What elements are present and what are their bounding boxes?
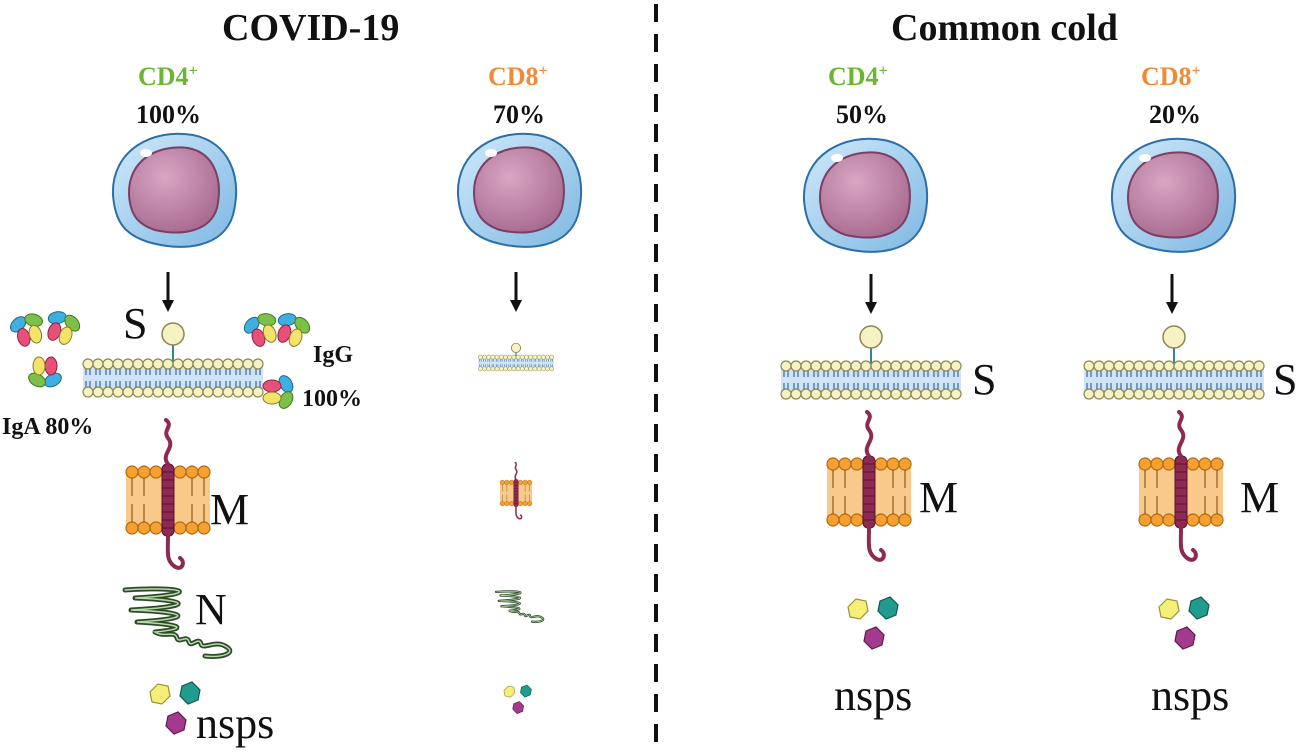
cold-cd4-label: CD4+ bbox=[828, 62, 888, 91]
cold-cd8-s-label: S bbox=[1273, 355, 1298, 404]
covid-cd8-label: CD8+ bbox=[488, 62, 548, 91]
covid-cd4-nsps bbox=[149, 681, 201, 735]
covid-cd4-tcell bbox=[111, 132, 238, 248]
cold-cd8-s-membrane bbox=[1083, 325, 1265, 400]
covid-cd8-tcell bbox=[456, 132, 583, 248]
covid-cd4-s-membrane bbox=[82, 322, 264, 398]
cold-cd4-m-protein bbox=[825, 410, 913, 562]
covid-nsps-label: nsps bbox=[196, 699, 275, 748]
covid-cd4-arrow bbox=[160, 270, 176, 314]
covid-cd4-percent: 100% bbox=[136, 100, 201, 129]
cold-cd4-nsps-label: nsps bbox=[834, 671, 913, 720]
covid-cd8-n-protein bbox=[494, 590, 545, 623]
igg-percent-label: 100% bbox=[302, 386, 362, 412]
common-cold-title: Common cold bbox=[891, 7, 1118, 49]
covid-cd8-nsps bbox=[503, 684, 532, 714]
cold-cd8-m-label: M bbox=[1240, 473, 1280, 522]
cold-cd4-arrow bbox=[863, 272, 879, 316]
cold-cd4-tcell bbox=[802, 137, 929, 253]
cold-cd8-nsps bbox=[1158, 596, 1210, 650]
covid-cd8-percent: 70% bbox=[493, 100, 545, 129]
covid-cd4-label: CD4+ bbox=[138, 62, 198, 91]
cold-cd4-m-label: M bbox=[919, 473, 959, 522]
covid-s-label: S bbox=[123, 299, 148, 348]
cold-cd4-s-membrane bbox=[780, 325, 962, 400]
covid-n-label: N bbox=[195, 585, 227, 634]
iga-label: IgA 80% bbox=[2, 414, 94, 440]
cold-cd8-percent: 20% bbox=[1149, 100, 1201, 129]
igg-label: IgG bbox=[313, 342, 354, 368]
covid-cd4-m-protein bbox=[124, 418, 212, 570]
cold-cd4-nsps bbox=[847, 596, 899, 650]
covid-m-label: M bbox=[210, 485, 250, 534]
iga-antibodies bbox=[4, 304, 87, 391]
cold-cd8-m-protein bbox=[1137, 410, 1225, 562]
cold-cd8-label: CD8+ bbox=[1141, 62, 1201, 91]
covid-cd8-arrow bbox=[508, 270, 524, 314]
covid-title: COVID-19 bbox=[222, 7, 400, 49]
cold-cd8-arrow bbox=[1164, 272, 1180, 316]
cold-cd8-tcell bbox=[1110, 137, 1237, 253]
covid-cd8-s-membrane bbox=[477, 342, 555, 372]
cold-cd8-nsps-label: nsps bbox=[1151, 671, 1230, 720]
covid-cd4-n-protein bbox=[125, 589, 230, 656]
cold-cd4-percent: 50% bbox=[836, 100, 888, 129]
cold-cd4-s-label: S bbox=[972, 355, 997, 404]
covid-cd8-m-protein bbox=[499, 461, 533, 520]
